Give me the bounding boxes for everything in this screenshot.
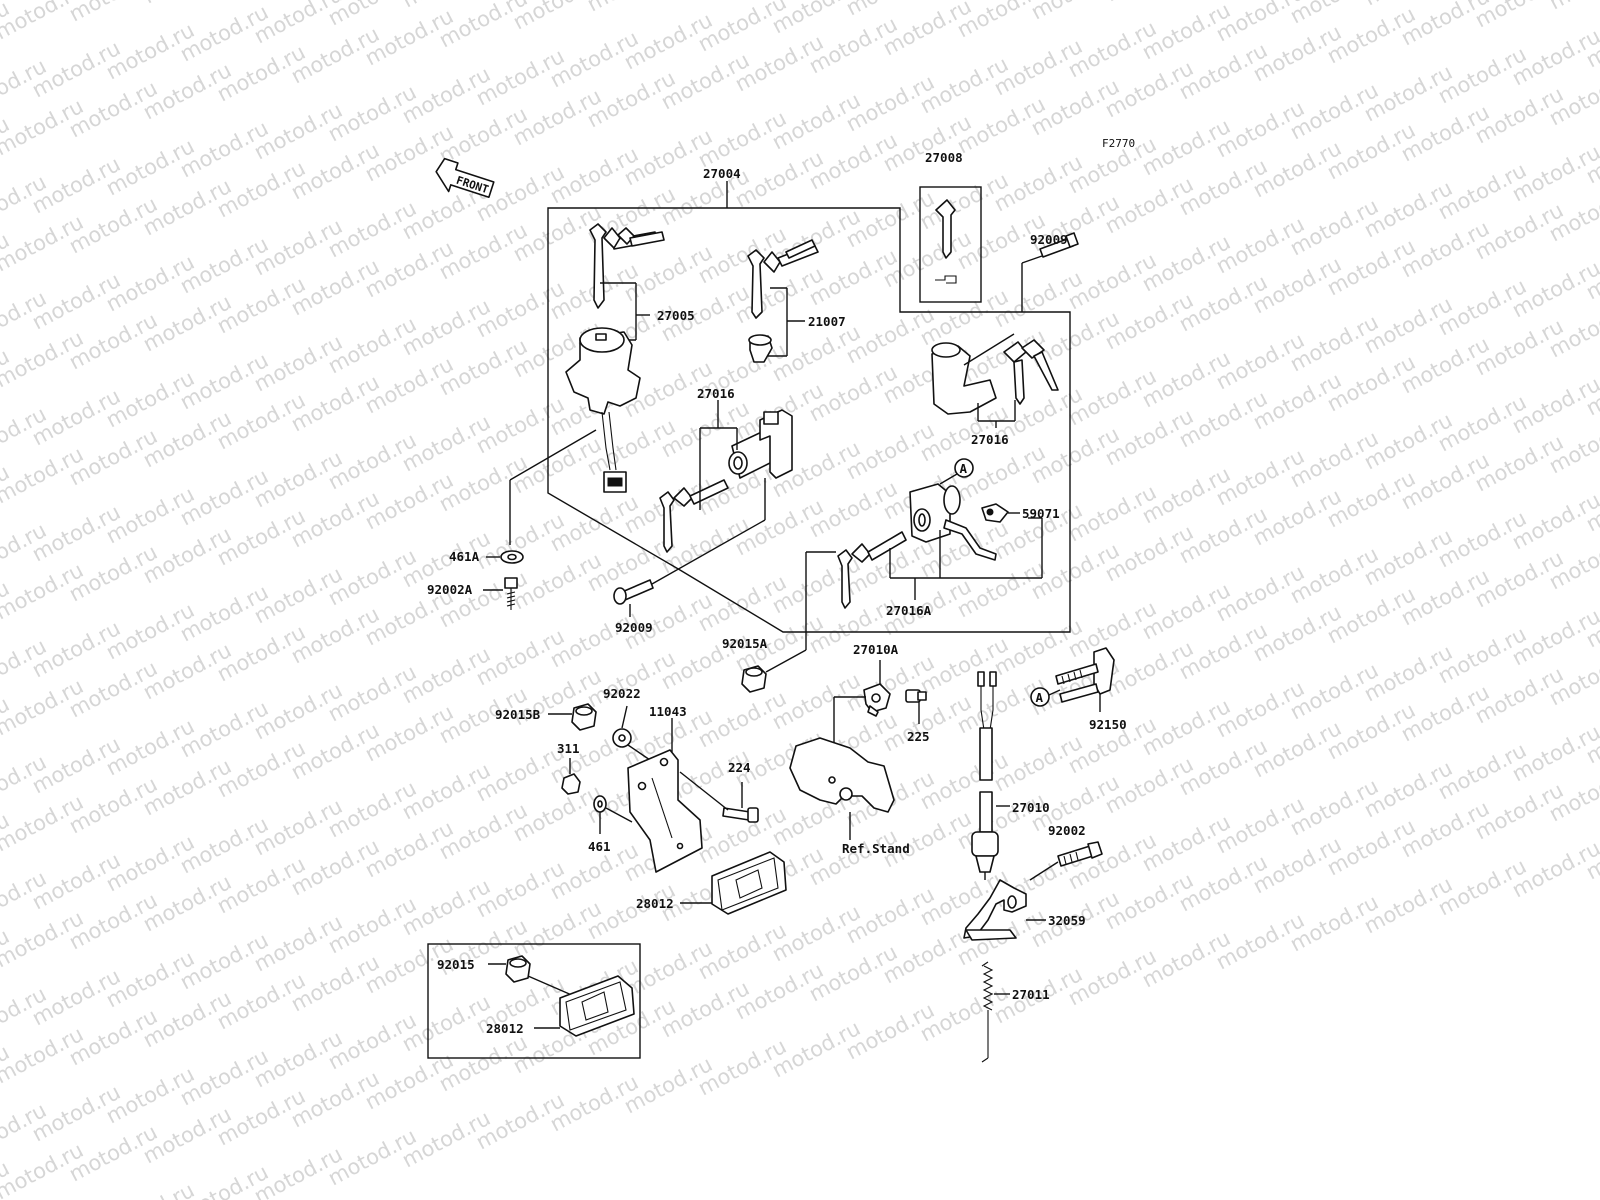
watermark-text: motod.ru [1027, 0, 1123, 24]
ignition-switch [565, 327, 641, 493]
seat-lock-left [659, 409, 793, 553]
clip-59071 [981, 503, 1020, 523]
label-224: 224 [728, 760, 751, 775]
label-28012-main: 28012 [636, 896, 674, 911]
label-11043: 11043 [649, 704, 687, 719]
diagram-code: F2770 [1102, 137, 1135, 150]
watermark-text: motod.ru [1545, 0, 1600, 14]
label-27016-left: 27016 [697, 386, 735, 401]
label-ref-stand: Ref.Stand [842, 841, 910, 856]
label-32059: 32059 [1048, 913, 1086, 928]
washer-461A [486, 550, 524, 564]
label-27010A: 27010A [853, 642, 899, 657]
screw-92002A [483, 577, 518, 610]
label-21007: 21007 [808, 314, 846, 329]
bolts-92150 [1055, 647, 1115, 712]
label-461: 461 [588, 839, 611, 854]
washer-92022 [612, 705, 651, 761]
label-461A: 461A [449, 549, 480, 564]
label-92022: 92022 [603, 686, 641, 701]
label-92015A: 92015A [722, 636, 768, 651]
bolt-92009-top [1021, 232, 1079, 312]
switch-27010 [971, 671, 1010, 880]
watermark-text: motod.ru [139, 0, 235, 8]
watermark-text: motod.ru [583, 0, 679, 16]
label-92150: 92150 [1089, 717, 1127, 732]
label-225: 225 [907, 729, 930, 744]
nut-92015A [741, 551, 836, 693]
leader-27016A [889, 517, 1043, 600]
seat-lock-right [931, 333, 1059, 415]
label-27016A: 27016A [886, 603, 932, 618]
marker-a-lower-text: A [1036, 690, 1044, 705]
ref-marker-a-upper: A [939, 458, 974, 485]
leader-461A [509, 429, 597, 545]
kit-outline [547, 181, 1071, 633]
leader-27016-right [977, 400, 1016, 428]
label-27005: 27005 [657, 308, 695, 323]
bolt-224 [679, 771, 759, 823]
plate-bracket-11043 [627, 718, 703, 873]
helmet-lock-27016A [837, 483, 997, 609]
key-tag-27008 [919, 186, 982, 303]
ref-marker-a-lower: A [1030, 687, 1061, 707]
label-92015B: 92015B [495, 707, 541, 722]
label-311: 311 [557, 741, 580, 756]
label-27011: 27011 [1012, 987, 1050, 1002]
watermark-text: motod.ru [102, 1178, 198, 1200]
keys-27005 [589, 223, 665, 309]
label-27016-right: 27016 [971, 432, 1009, 447]
label-92015: 92015 [437, 957, 475, 972]
spring-27011 [981, 961, 1010, 1063]
bolt-225 [905, 689, 927, 724]
watermark-text: motod.ru [1101, 0, 1197, 6]
ref-stand-bracket [789, 737, 895, 840]
reflector-28012-main [680, 851, 787, 915]
inset-box [427, 943, 641, 1059]
front-arrow-icon: FRONT [435, 157, 495, 199]
keys-21007 [747, 239, 819, 363]
leader-27016-left [699, 400, 738, 510]
washer-461 [593, 795, 633, 834]
screw-92009-bottom [613, 478, 766, 617]
label-92002: 92002 [1048, 823, 1086, 838]
label-28012-box: 28012 [486, 1021, 524, 1036]
label-92009-bottom: 92009 [615, 620, 653, 635]
label-27008: 27008 [925, 150, 963, 165]
leader-21007 [768, 287, 805, 357]
label-92002A: 92002A [427, 582, 473, 597]
marker-a-upper-text: A [960, 461, 968, 476]
label-92009-top: 92009 [1030, 232, 1068, 247]
label-59071: 59071 [1022, 506, 1060, 521]
nut-92015B [548, 703, 597, 731]
nut-311 [561, 758, 581, 795]
bolt-92002 [1029, 841, 1103, 881]
bracket-27010A [833, 660, 891, 768]
label-27010: 27010 [1012, 800, 1050, 815]
bracket-32059 [963, 879, 1046, 941]
label-27004: 27004 [703, 166, 741, 181]
